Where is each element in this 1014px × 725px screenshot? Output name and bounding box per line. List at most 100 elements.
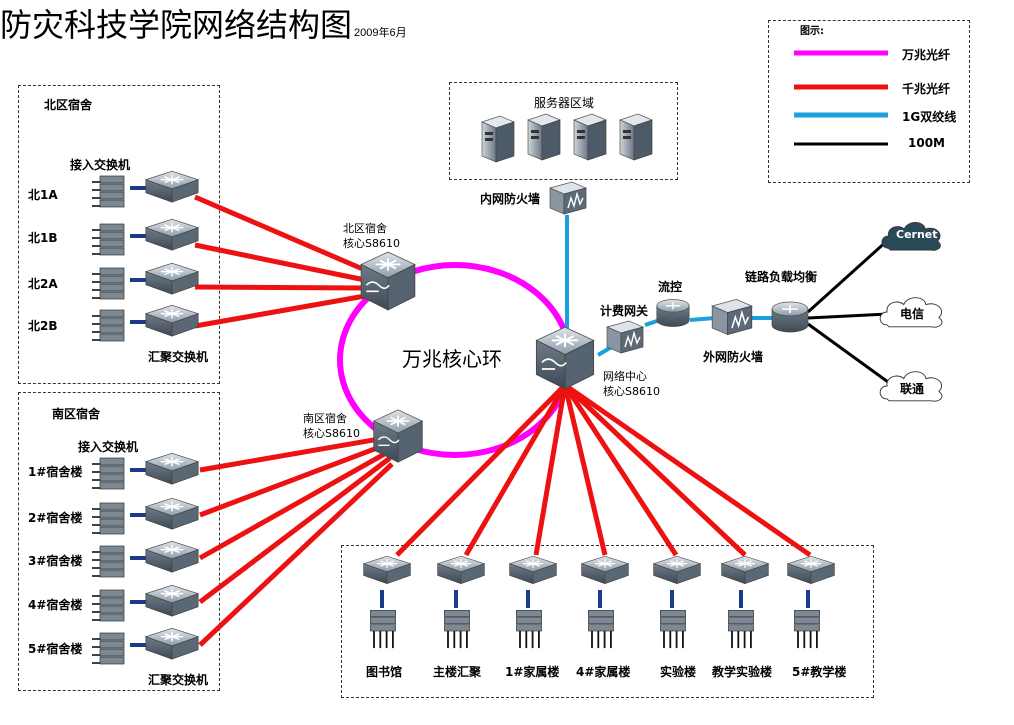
south-aggregation-switch-1 [145,452,199,485]
north-aggregation-switch-2a [145,262,199,295]
diagram-date: 2009年6月 [354,27,407,39]
server-3 [573,113,607,161]
north-row-1a: 北1A [28,188,58,202]
south-core-label-1: 南区宿舍 [303,412,347,425]
family-1-access [515,609,543,650]
north-core-switch [360,251,416,311]
north-core-label-1: 北区宿舍 [343,222,387,235]
flow-control-label: 流控 [658,280,683,294]
south-access-switch-5 [92,632,125,665]
server-1 [481,115,515,163]
legend-label-10g-fiber: 万兆光纤 [902,48,951,62]
cernet-label: Cernet [896,228,938,241]
billing-gateway [606,320,644,354]
north-dorm-region [18,85,220,384]
building-family-1: 1#家属楼 [505,665,560,679]
twisted-links [565,215,772,357]
external-firewall-label: 外网防火墙 [703,350,764,364]
south-row-4: 4#宿舍楼 [28,598,83,612]
legend-label-1g-twisted: 1G双绞线 [902,110,957,124]
internal-firewall [549,181,587,215]
south-uplinks [198,435,394,647]
south-aggregation-switch-4 [145,584,199,617]
legend-lines [794,50,888,146]
north-row-2a: 北2A [28,277,58,291]
south-row-3: 3#宿舍楼 [28,554,83,568]
unicom-label: 联通 [900,382,925,396]
legend-box [768,20,970,183]
access-links [130,186,810,647]
north-row-2b: 北2B [28,319,58,333]
north-access-switch-1a [92,175,125,208]
north-aggregation-switch-2b [145,304,199,337]
north-row-1b: 北1B [28,231,58,245]
building-lab: 实验楼 [660,665,697,679]
south-access-switch-4 [92,589,125,622]
building-teaching-5: 5#教学楼 [792,665,847,679]
north-aggregation-switch-1a [145,170,199,203]
building-family-4: 4#家属楼 [576,665,631,679]
flow-control-router [655,298,691,328]
telecom-label: 电信 [900,307,925,321]
south-row-1: 1#宿舍楼 [28,465,83,479]
load-balancer-router [771,301,809,333]
south-area-label: 南区宿舍 [52,407,101,421]
billing-gateway-label: 计费网关 [600,304,649,318]
north-access-switch-1b [92,223,125,256]
main-building-access [443,609,471,650]
external-firewall [711,298,753,336]
load-balancer-label: 链路负载均衡 [745,270,818,284]
server-4 [619,113,653,161]
family-1-switch [508,555,558,585]
south-access-switch-2 [92,502,125,535]
north-access-label: 接入交换机 [70,158,131,172]
teaching-5-switch [786,555,836,585]
building-main: 主楼汇聚 [433,665,482,679]
library-switch [362,555,412,585]
lab-access [659,609,687,650]
teaching-lab-access [727,609,755,650]
north-aggregation-switch-1b [145,218,199,251]
south-access-switch-3 [92,545,125,578]
building-teaching-lab: 教学实验楼 [712,665,773,679]
lab-switch [652,555,702,585]
south-dorm-region [18,392,220,691]
north-access-switch-2b [92,309,125,342]
north-uplinks [194,194,366,329]
teaching-lab-switch [720,555,770,585]
center-core-switch [535,326,595,390]
library-access [369,609,397,650]
south-aggregation-label: 汇聚交换机 [148,673,209,687]
north-aggregation-label: 汇聚交换机 [148,350,209,364]
south-aggregation-switch-2 [145,497,199,530]
south-access-switch-1 [92,457,125,490]
south-row-5: 5#宿舍楼 [28,642,83,656]
legend-label-1g-fiber: 千兆光纤 [902,82,951,96]
north-access-switch-2a [92,267,125,300]
internal-firewall-label: 内网防火墙 [480,192,541,206]
center-core-label-2: 核心S8610 [603,385,660,398]
buildings-region [341,545,874,698]
building-library: 图书馆 [366,665,403,679]
south-access-label: 接入交换机 [78,440,139,454]
server-region [449,82,678,180]
isp-links [806,238,890,384]
south-core-label-2: 核心S8610 [303,427,360,440]
teaching-5-access [793,609,821,650]
legend-header: 图示: [800,26,824,37]
south-aggregation-switch-3 [145,540,199,573]
family-4-switch [580,555,630,585]
north-core-label-2: 核心S8610 [343,237,400,250]
south-row-2: 2#宿舍楼 [28,511,83,525]
core-ring-label: 万兆核心环 [402,347,502,371]
family-4-access [587,609,615,650]
north-area-label: 北区宿舍 [44,98,93,112]
server-2 [527,113,561,161]
building-uplinks [395,382,812,558]
south-aggregation-switch-5 [145,627,199,660]
center-core-label-1: 网络中心 [603,370,647,383]
legend-label-100m: 100M [908,136,945,150]
main-building-switch [436,555,486,585]
